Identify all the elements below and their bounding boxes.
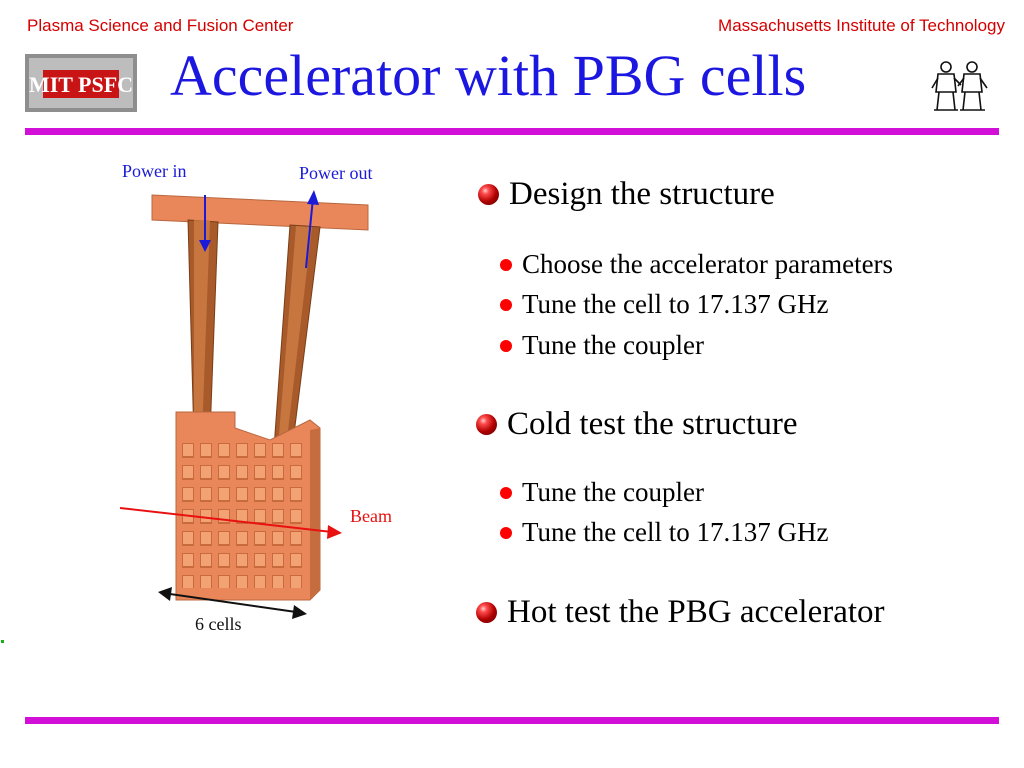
bullet-text: Hot test the PBG accelerator [507,594,885,630]
sub-bullet: Tune the cell to 17.137 GHz [500,289,828,320]
bullet-ball-icon [476,602,497,623]
bullet-text: Design the structure [509,176,775,212]
logo-text: MIT PSFC [29,72,133,97]
bullet-hot-test: Hot test the PBG accelerator [476,594,885,631]
bullet-dot-icon [500,258,512,271]
bullet-ball-icon [478,184,499,205]
sub-bullet: Tune the cell to 17.137 GHz [500,517,828,548]
sub-bullet: Tune the coupler [500,330,704,361]
sub-bullet-text: Tune the coupler [522,330,704,360]
slide-title: Accelerator with PBG cells [170,43,807,108]
sub-bullet-text: Tune the cell to 17.137 GHz [522,289,829,319]
bullet-dot-icon [500,298,512,311]
bullet-dot-icon [500,339,512,352]
bullet-dot-icon [500,526,512,539]
beam-label: Beam [350,506,392,526]
sub-bullet: Tune the coupler [500,477,704,508]
power-out-label: Power out [299,163,373,183]
cells-label: 6 cells [195,614,242,634]
power-in-label: Power in [122,161,187,181]
header-organization-left: Plasma Science and Fusion Center [27,16,294,35]
bullet-dot-icon [500,486,512,499]
header-organization-right: Massachusetts Institute of Technology [718,16,1005,35]
bullet-text: Cold test the structure [507,406,798,442]
bullet-cold-test: Cold test the structure [476,406,798,443]
bottom-divider [25,717,999,724]
pbg-structure-figure: Power in Power out Beam 6 cells [119,161,392,634]
top-divider [25,128,999,135]
bullet-ball-icon [476,414,497,435]
sub-bullet-text: Tune the coupler [522,477,704,507]
sculpture-logo-icon [931,61,988,111]
sub-bullet-text: Tune the cell to 17.137 GHz [522,517,829,547]
mit-psfc-logo-icon: MIT PSFC [25,54,137,112]
sub-bullet: Choose the accelerator parameters [500,249,893,280]
decorative-speck [1,640,4,643]
sub-bullet-text: Choose the accelerator parameters [522,249,894,279]
bullet-design: Design the structure [478,176,775,213]
